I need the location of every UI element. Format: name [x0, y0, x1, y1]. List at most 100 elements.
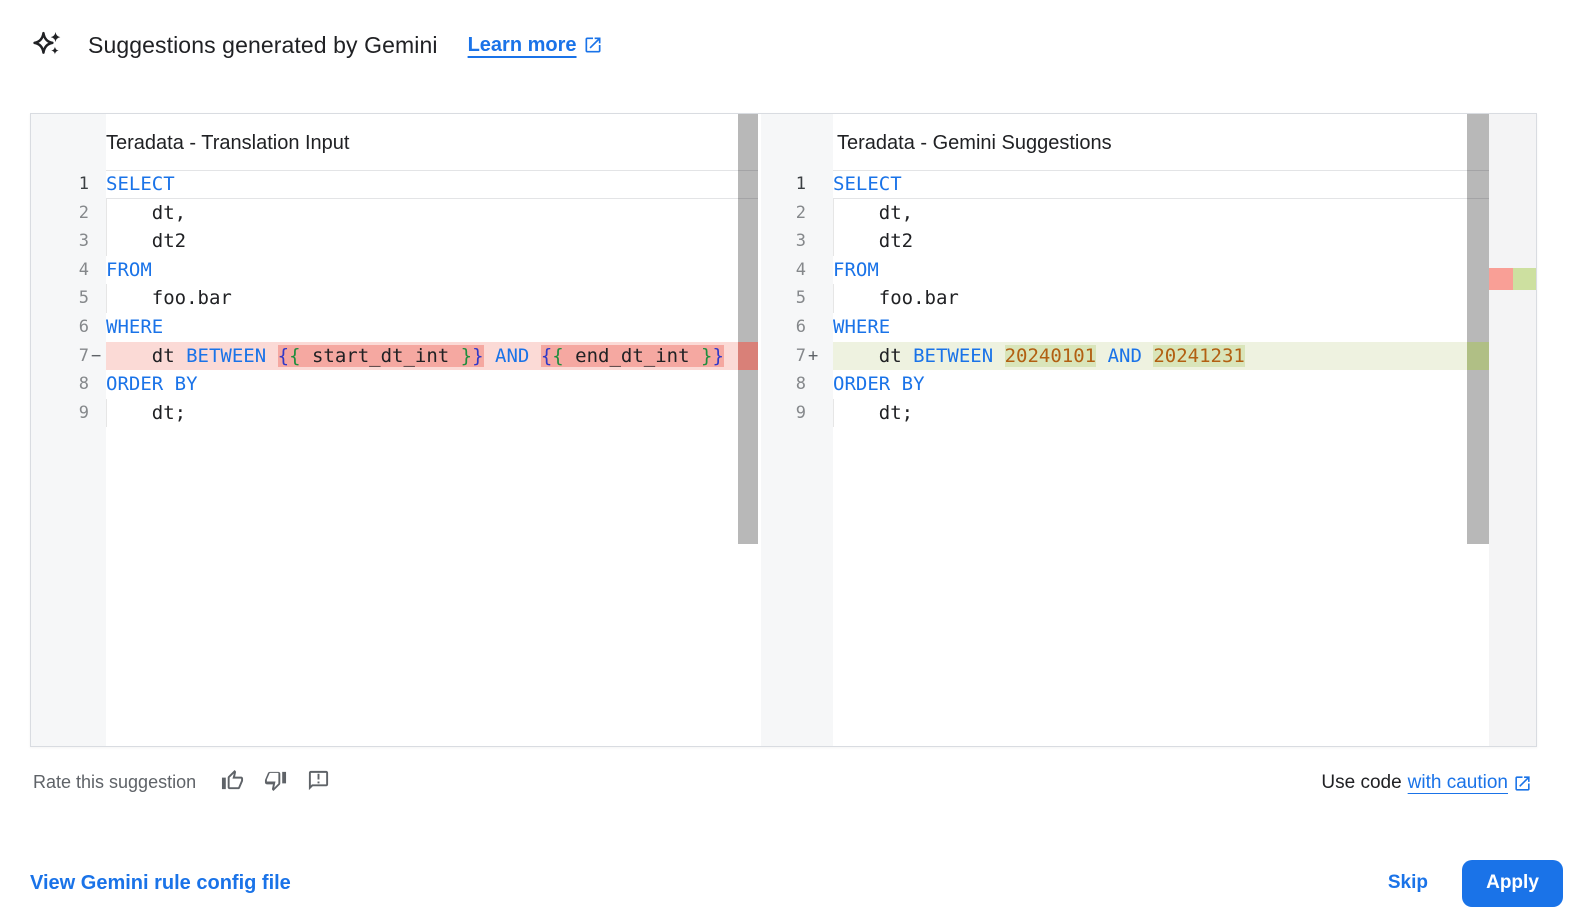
line-number: 5	[795, 288, 806, 309]
code-line-7: 7− dt BETWEEN {{ start_dt_int }} AND {{ …	[31, 341, 758, 371]
code-line-6: 6 WHERE	[31, 313, 758, 342]
code-line-7: 7+ dt BETWEEN 20240101 AND 20241231	[761, 341, 1536, 371]
diff-sign	[89, 256, 106, 285]
with-caution-link[interactable]: with caution	[1407, 772, 1508, 793]
rate-row: Rate this suggestion	[33, 769, 330, 795]
thumbs-up-button[interactable]	[220, 769, 244, 795]
header: Suggestions generated by Gemini Learn mo…	[30, 28, 603, 62]
open-in-new-icon	[583, 35, 603, 55]
line-number: 8	[795, 374, 806, 395]
code-line-5: 5 foo.bar	[31, 284, 758, 313]
diff-sign	[89, 313, 106, 342]
line-number: 3	[78, 231, 89, 252]
code-text: FROM	[833, 258, 879, 281]
code-line-4: 4 FROM	[761, 256, 1536, 285]
diff-sign	[89, 227, 106, 256]
diff-removed-marker	[1489, 268, 1513, 290]
line-number: 7	[795, 345, 806, 366]
right-scrollbar-thumb[interactable]	[1467, 114, 1489, 544]
line-number: 5	[78, 288, 89, 309]
code-text: dt BETWEEN {{ start_dt_int }} AND {{ end…	[106, 341, 758, 371]
diff-sign: −	[91, 345, 102, 366]
right-scrollbar	[1467, 114, 1489, 746]
added-line-scroll-marker-overlay	[1467, 341, 1489, 371]
line-number: 4	[795, 259, 806, 280]
diff-sign	[806, 399, 833, 428]
diff-sign	[89, 284, 106, 313]
thumbs-up-icon	[221, 769, 244, 795]
line-number: 9	[795, 402, 806, 423]
feedback-button[interactable]	[306, 770, 330, 794]
line-number: 2	[795, 202, 806, 223]
page-title: Suggestions generated by Gemini	[88, 31, 438, 58]
left-scrollbar-thumb[interactable]	[738, 114, 758, 544]
code-text: WHERE	[106, 315, 164, 338]
line-number: 8	[78, 374, 89, 395]
code-text: dt;	[833, 398, 1536, 428]
code-line-5: 5 foo.bar	[761, 284, 1536, 313]
code-text: FROM	[106, 258, 152, 281]
code-line-3: 3 dt2	[31, 227, 758, 256]
diff-sign	[89, 170, 106, 199]
code-line-3: 3 dt2	[761, 227, 1536, 256]
diff-change-marker	[1489, 268, 1536, 290]
right-gutter	[761, 114, 833, 746]
right-editor-title: Teradata - Gemini Suggestions	[837, 132, 1112, 154]
code-line-6: 6 WHERE	[761, 313, 1536, 342]
code-text: SELECT	[833, 170, 1536, 199]
gemini-spark-icon	[30, 28, 64, 62]
code-text: dt,	[833, 198, 1536, 228]
left-gutter	[31, 114, 106, 746]
thumbs-down-button[interactable]	[263, 770, 287, 794]
code-line-9: 9 dt;	[761, 398, 1536, 428]
diff-sign	[806, 370, 833, 399]
diff-overview-ruler	[1489, 114, 1536, 746]
gemini-suggestions-editor[interactable]: Teradata - Gemini Suggestions 1 SELECT 2 d…	[761, 114, 1536, 746]
open-in-new-icon	[1513, 774, 1532, 793]
diff-sign	[806, 284, 833, 313]
line-number: 1	[795, 174, 806, 194]
diff-sign	[806, 227, 833, 256]
code-text: ORDER BY	[833, 373, 925, 396]
diff-sign	[89, 370, 106, 399]
learn-more-link[interactable]: Learn more	[468, 34, 603, 57]
apply-button[interactable]: Apply	[1462, 859, 1563, 907]
skip-button[interactable]: Skip	[1378, 872, 1438, 894]
removed-line-scroll-marker-overlay	[738, 341, 758, 371]
code-text: dt2	[833, 227, 1536, 256]
code-text: dt2	[106, 227, 758, 256]
line-number: 6	[78, 316, 89, 337]
line-number: 9	[78, 402, 89, 423]
left-scrollbar	[738, 114, 758, 746]
line-number: 7	[78, 345, 89, 366]
line-number: 4	[78, 259, 89, 280]
view-rule-config-link[interactable]: View Gemini rule config file	[30, 871, 291, 894]
code-text: foo.bar	[833, 284, 1536, 313]
line-number: 6	[795, 316, 806, 337]
code-text: dt,	[106, 198, 758, 228]
code-line-1: 1 SELECT	[761, 170, 1536, 199]
code-text: dt BETWEEN 20240101 AND 20241231	[833, 341, 1536, 371]
code-text: SELECT	[106, 170, 758, 199]
code-line-9: 9 dt;	[31, 398, 758, 428]
line-number: 2	[78, 202, 89, 223]
feedback-icon	[307, 769, 330, 795]
diff-sign	[806, 256, 833, 285]
diff-sign	[806, 199, 833, 228]
code-text: WHERE	[833, 315, 891, 338]
actions-bar: View Gemini rule config file Skip Apply	[30, 858, 1563, 908]
line-number: 3	[795, 231, 806, 252]
rate-label: Rate this suggestion	[33, 771, 197, 792]
use-code-notice: Use code with caution	[1321, 772, 1532, 794]
diff-sign: +	[808, 345, 819, 366]
code-line-2: 2 dt,	[31, 198, 758, 228]
diff-sign	[806, 170, 833, 199]
code-line-4: 4 FROM	[31, 256, 758, 285]
